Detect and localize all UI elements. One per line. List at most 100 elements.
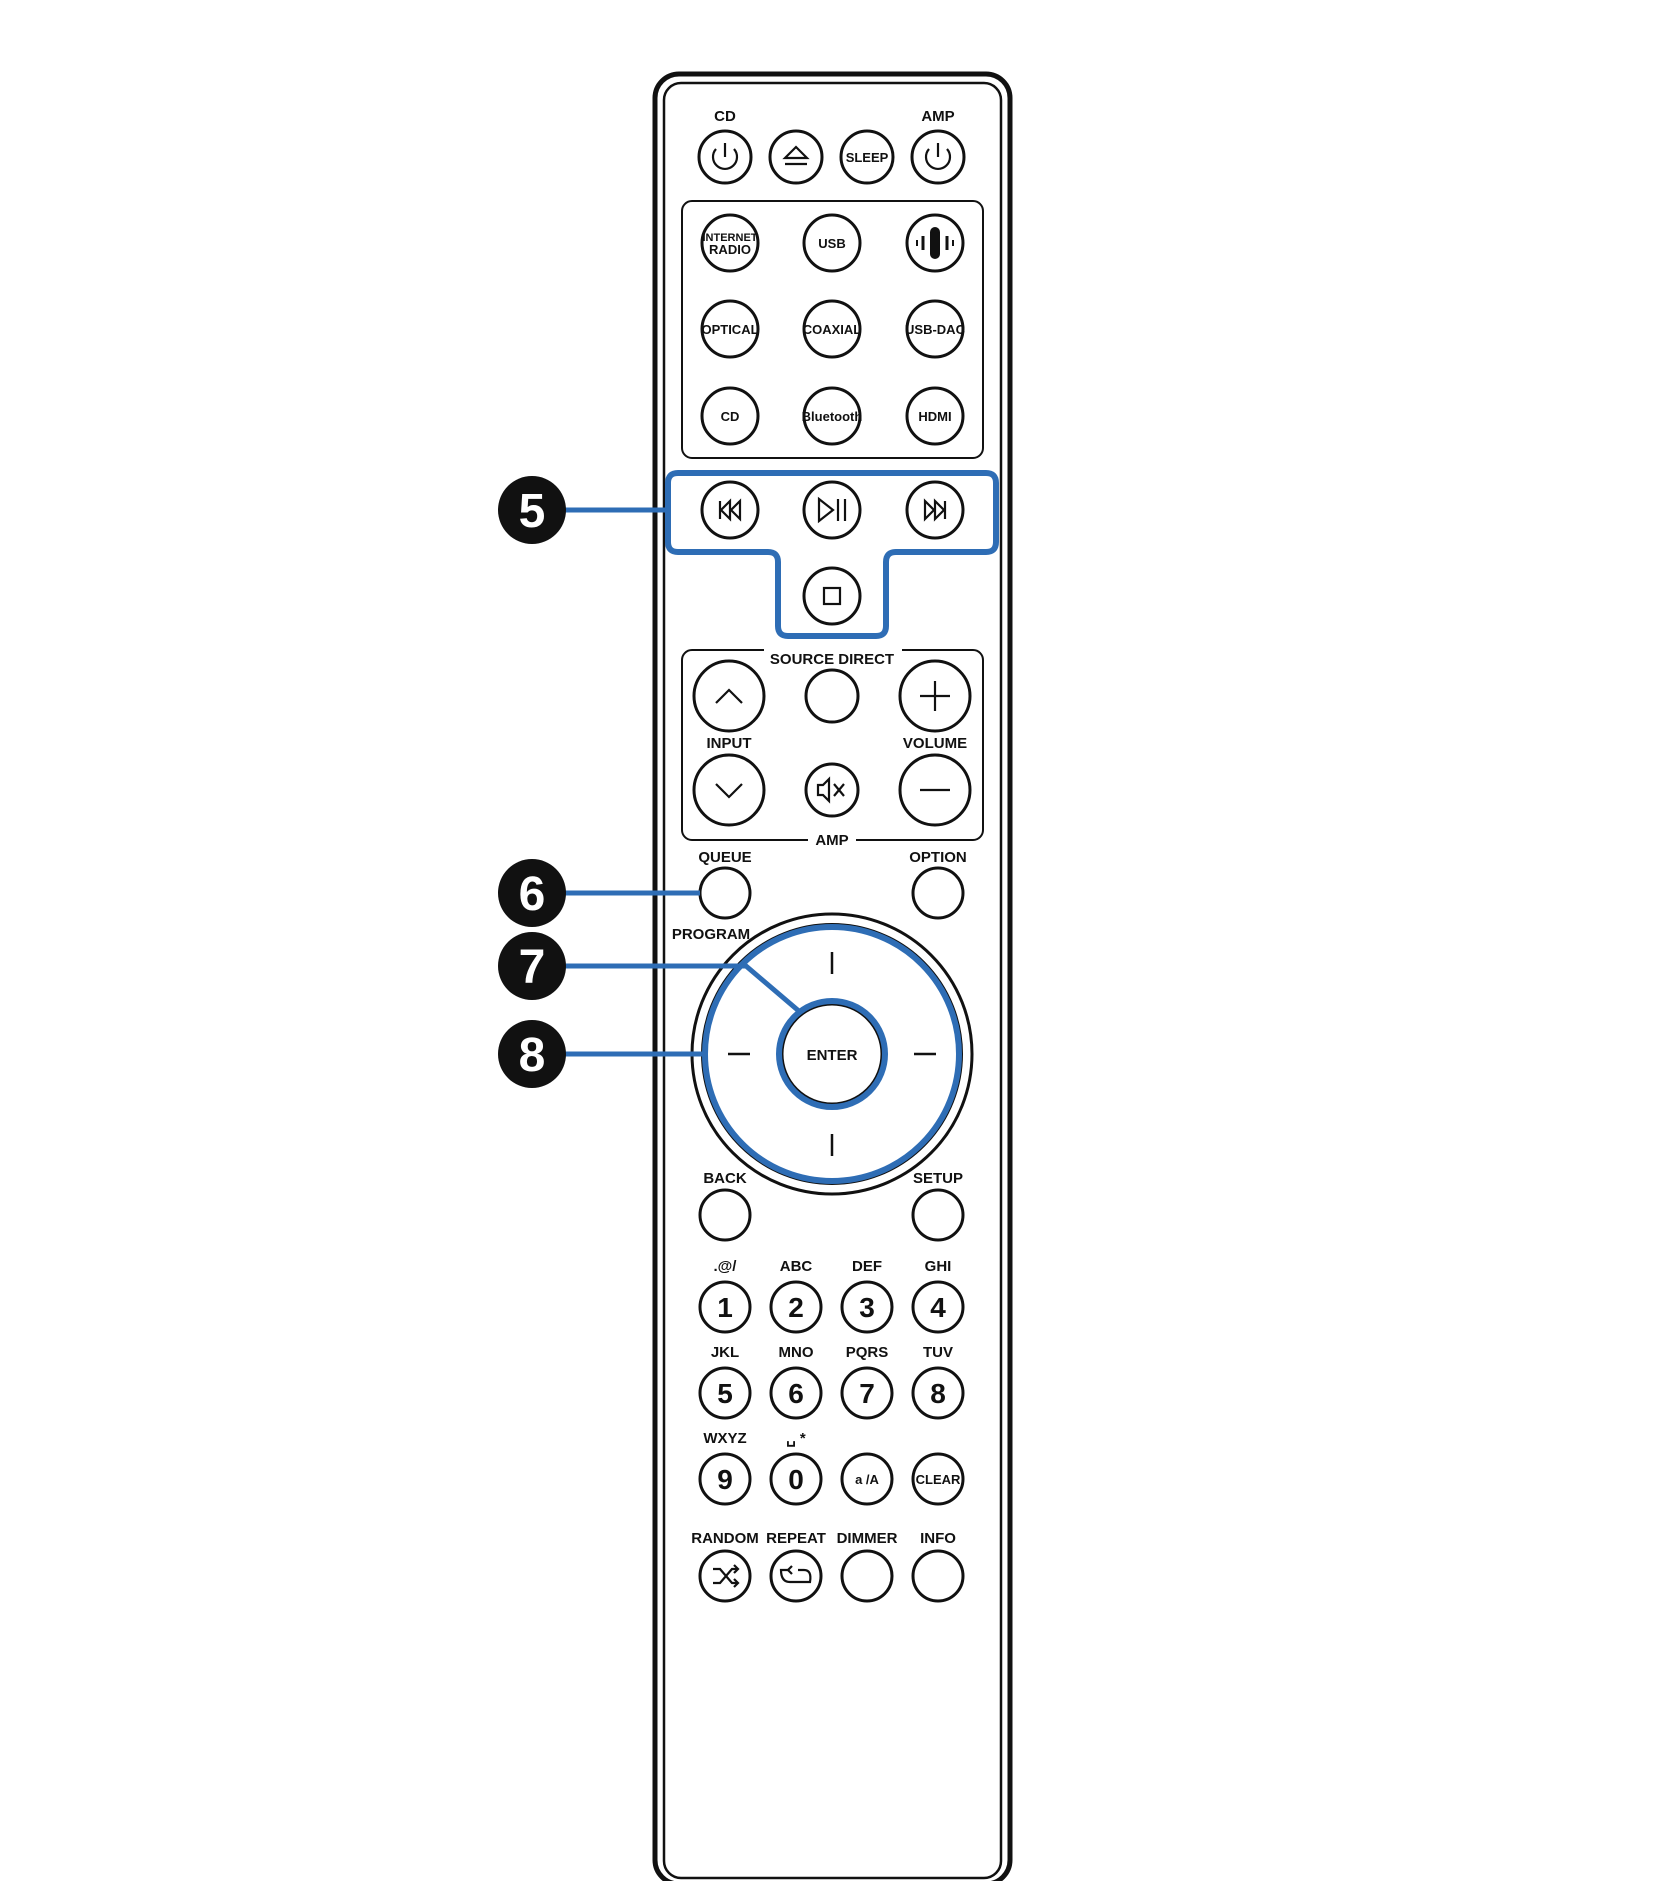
key-9-button[interactable]: 9	[698, 1452, 752, 1506]
key-8-label: 8	[930, 1378, 946, 1409]
key-12-label: CLEAR	[916, 1472, 961, 1487]
hdmi-button[interactable]: HDMI	[905, 386, 965, 446]
amp-power-button[interactable]	[910, 129, 966, 185]
volume-down-button[interactable]	[898, 753, 972, 827]
repeat-icon	[779, 1565, 812, 1584]
next-button[interactable]	[905, 480, 965, 540]
key-5-button[interactable]: 5	[698, 1366, 752, 1420]
callout-8-number: 8	[519, 1029, 546, 1082]
enter-highlight	[776, 998, 888, 1110]
info-label: INFO	[920, 1530, 956, 1547]
source-direct-button[interactable]	[804, 668, 860, 724]
key-11-label: a /A	[855, 1472, 879, 1487]
chevron-down-icon	[715, 783, 743, 799]
key-8-letters: TUV	[923, 1344, 953, 1361]
remote-body-inner	[662, 81, 1003, 1880]
program-label: PROGRAM	[672, 926, 750, 943]
optical-button-label: OPTICAL	[701, 322, 758, 337]
callout-6-number: 6	[519, 868, 546, 921]
queue-button[interactable]	[698, 866, 752, 920]
key-5-letters: JKL	[711, 1344, 739, 1361]
callout-7-number: 7	[519, 941, 546, 994]
dimmer-button[interactable]	[840, 1549, 894, 1603]
plus-icon	[920, 681, 950, 711]
shuffle-icon	[713, 1564, 740, 1588]
volume-up-button[interactable]	[898, 659, 972, 733]
mute-button[interactable]	[804, 762, 860, 818]
eject-button[interactable]	[768, 129, 824, 185]
key-0-button[interactable]: 0	[769, 1452, 823, 1506]
key-1-button[interactable]: 1	[698, 1280, 752, 1334]
coaxial-button[interactable]: COAXIAL	[802, 299, 862, 359]
amp-power-label: AMP	[921, 108, 954, 125]
key-3-button[interactable]: 3	[840, 1280, 894, 1334]
internet-radio-button[interactable]: INTERNET RADIO	[700, 213, 760, 273]
clear-button[interactable]: CLEAR	[911, 1452, 965, 1506]
power-icon	[711, 143, 739, 171]
play-pause-button[interactable]	[802, 480, 862, 540]
key-3-label: 3	[859, 1292, 875, 1323]
case-toggle-button[interactable]: a /A	[840, 1452, 894, 1506]
source-direct-label-mask	[764, 646, 902, 656]
cd-source-button-label: CD	[721, 409, 740, 424]
sleep-button[interactable]: SLEEP	[839, 129, 895, 185]
key-4-label: 4	[930, 1292, 946, 1323]
callout-badge-8: 8	[498, 1020, 566, 1088]
heos-icon	[916, 227, 954, 259]
transport-highlight	[665, 470, 999, 639]
usb-button-label: USB	[818, 236, 845, 251]
internet-radio-label-1: INTERNET	[703, 232, 758, 244]
skip-back-icon	[718, 498, 742, 522]
key-2-button[interactable]: 2	[769, 1280, 823, 1334]
usb-button[interactable]: USB	[802, 213, 862, 273]
callout-badge-6: 6	[498, 859, 566, 927]
previous-button[interactable]	[700, 480, 760, 540]
back-label: BACK	[703, 1170, 746, 1187]
key-1-letters: .@/	[714, 1258, 738, 1275]
input-down-button[interactable]	[692, 753, 766, 827]
key-4-letters: GHI	[925, 1258, 952, 1275]
repeat-button[interactable]	[769, 1549, 823, 1603]
stop-button[interactable]	[802, 566, 862, 626]
queue-label: QUEUE	[698, 849, 751, 866]
source-panel	[681, 200, 984, 459]
mute-icon	[816, 776, 845, 804]
amp-panel-label: AMP	[815, 832, 848, 849]
key-6-label: 6	[788, 1378, 804, 1409]
key-6-letters: MNO	[779, 1344, 814, 1361]
bluetooth-button-label: Bluetooth	[802, 409, 863, 424]
coaxial-button-label: COAXIAL	[803, 322, 862, 337]
setup-button[interactable]	[911, 1188, 965, 1242]
input-label: INPUT	[707, 735, 752, 752]
key-10-label: 0	[788, 1464, 804, 1495]
amp-label-mask	[808, 834, 856, 846]
key-2-label: 2	[788, 1292, 804, 1323]
callout-7-leader	[556, 963, 802, 1014]
enter-button-label: ENTER	[807, 1047, 858, 1064]
eject-icon	[782, 145, 810, 166]
key-7-label: 7	[859, 1378, 875, 1409]
cd-source-button[interactable]: CD	[700, 386, 760, 446]
key-4-button[interactable]: 4	[911, 1280, 965, 1334]
sleep-button-label: SLEEP	[846, 150, 889, 165]
bluetooth-button[interactable]: Bluetooth	[802, 386, 863, 446]
key-1-label: 1	[717, 1292, 733, 1323]
chevron-up-icon	[715, 688, 743, 704]
input-up-button[interactable]	[692, 659, 766, 733]
callout-badge-5: 5	[498, 476, 566, 544]
key-7-button[interactable]: 7	[840, 1366, 894, 1420]
number-keypad: .@/1ABC2DEF3GHI4JKL5MNO6PQRS7TUV8WXYZ9␣ …	[698, 1258, 965, 1506]
info-button[interactable]	[911, 1549, 965, 1603]
heos-button[interactable]	[905, 213, 965, 273]
key-6-button[interactable]: 6	[769, 1366, 823, 1420]
optical-button[interactable]: OPTICAL	[700, 299, 760, 359]
option-button[interactable]	[911, 866, 965, 920]
cd-power-button[interactable]	[697, 129, 753, 185]
back-button[interactable]	[698, 1188, 752, 1242]
random-button[interactable]	[698, 1549, 752, 1603]
key-8-button[interactable]: 8	[911, 1366, 965, 1420]
enter-button[interactable]: ENTER	[780, 1002, 884, 1106]
dimmer-label: DIMMER	[837, 1530, 898, 1547]
usb-dac-button[interactable]: USB-DAC	[905, 299, 966, 359]
